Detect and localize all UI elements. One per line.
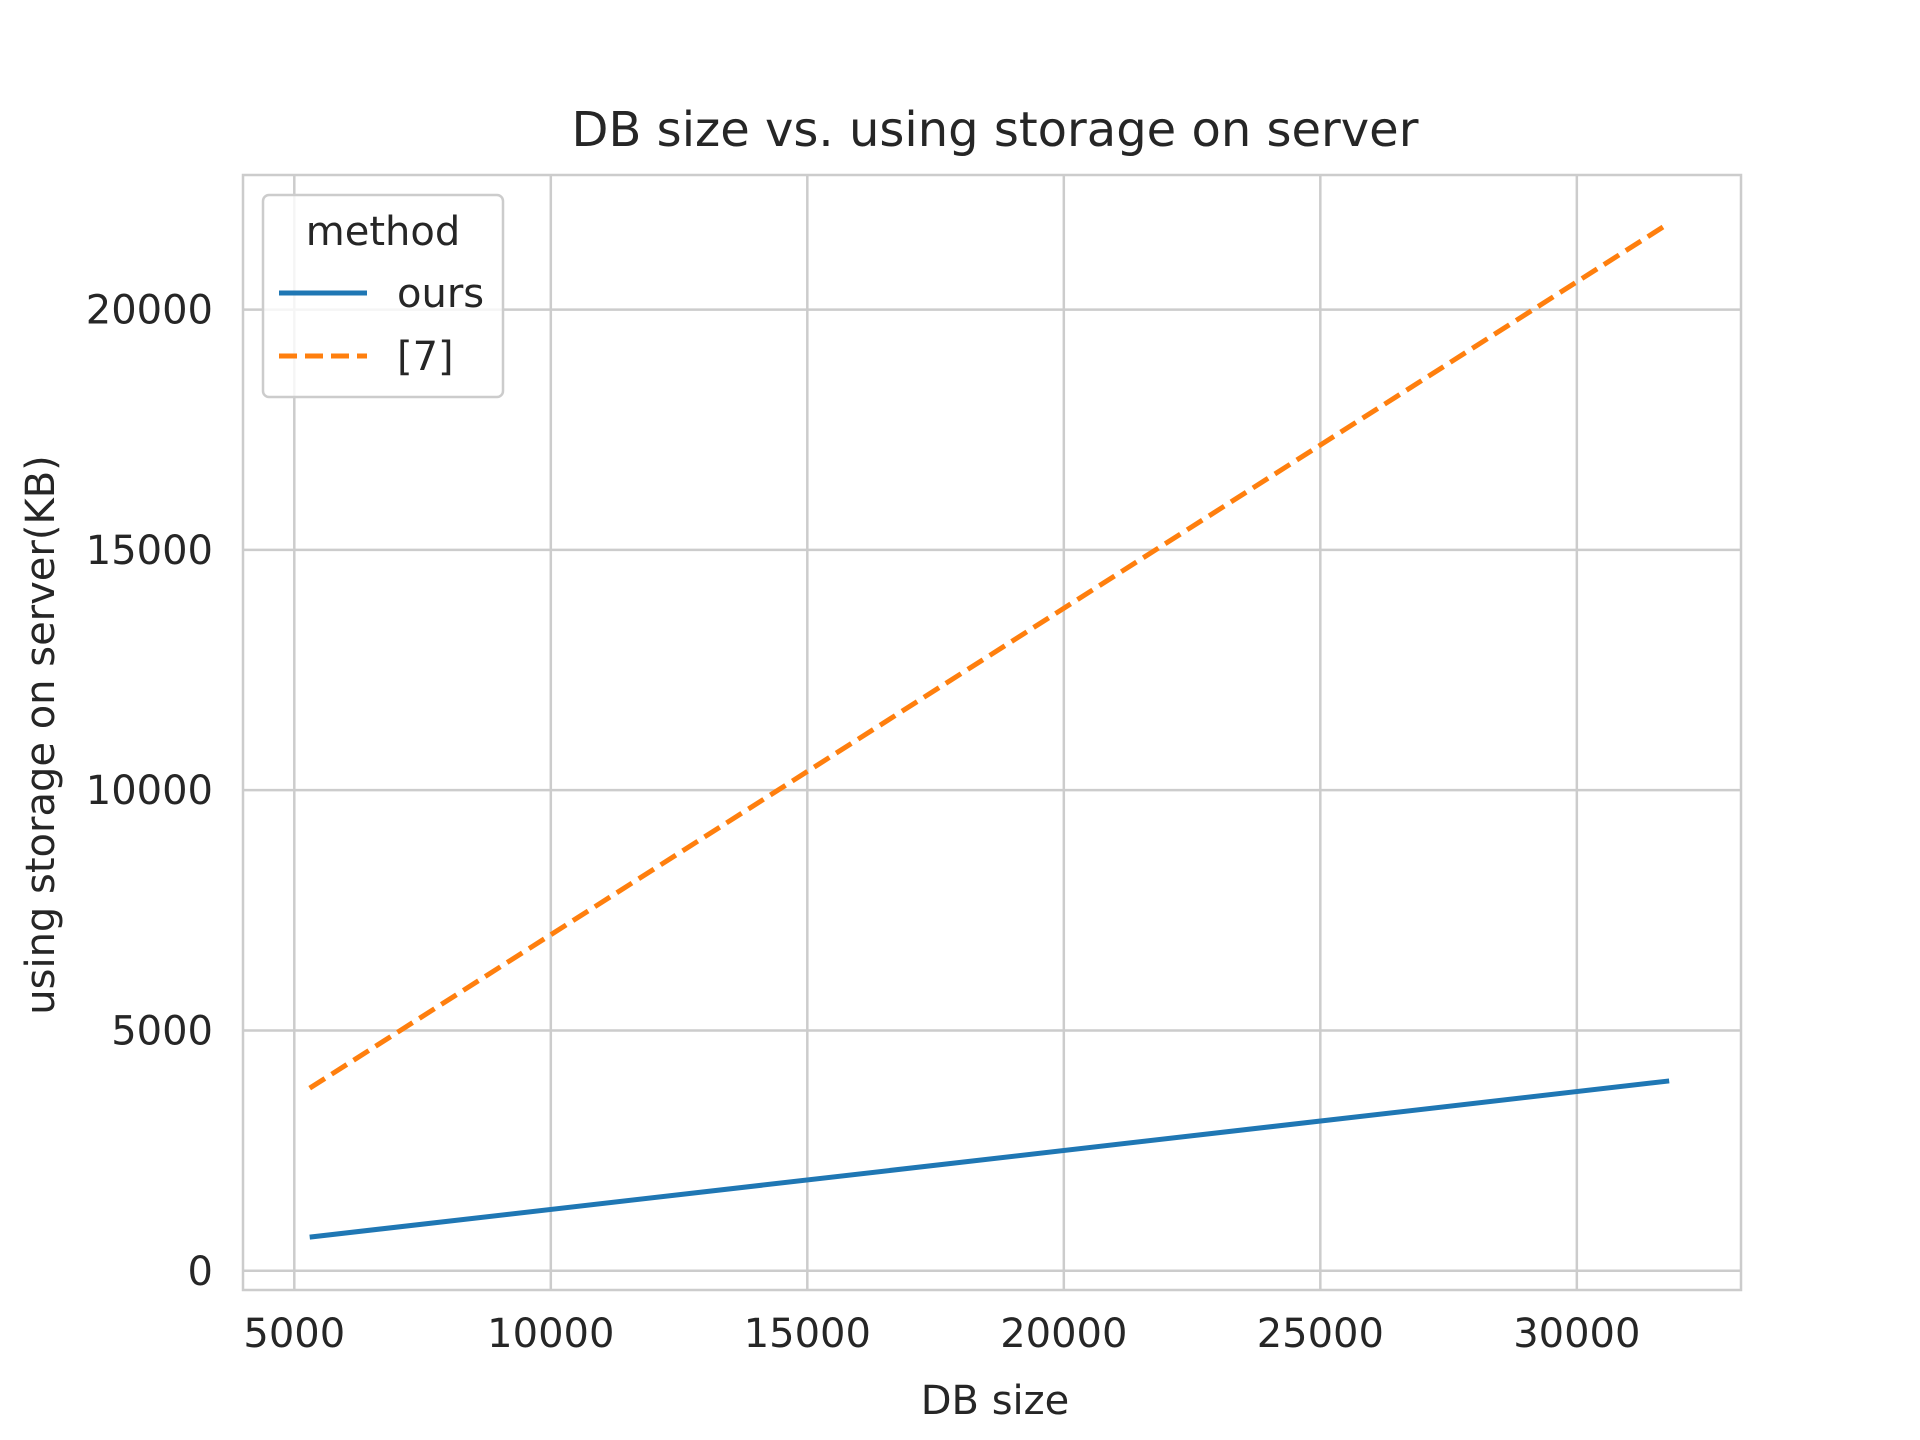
legend-label-ref7: [7] (397, 334, 454, 380)
x-axis-label: DB size (921, 1378, 1070, 1424)
series-line-ours (309, 1078, 1670, 1240)
legend-title: method (306, 209, 460, 255)
plot-frame (241, 173, 1743, 1292)
x-tick-label: 10000 (487, 1311, 614, 1357)
y-tick-label: 15000 (86, 528, 213, 574)
y-tick-label: 0 (188, 1249, 213, 1295)
legend-label-ours: ours (397, 271, 484, 317)
grid-layer (243, 175, 1741, 1290)
x-tick-label: 5000 (243, 1311, 345, 1357)
x-tick-label: 25000 (1257, 1311, 1384, 1357)
tick-labels: 5000 10000 15000 20000 25000 30000 0 5000 10000 1… (86, 288, 1641, 1357)
y-tick-label: 20000 (86, 288, 213, 334)
y-axis-label: using storage on server(KB) (18, 455, 64, 1014)
y-tick-label: 10000 (86, 768, 213, 814)
legend: method ours [7] (261, 193, 505, 399)
y-tick-label: 5000 (111, 1008, 213, 1054)
series-layer (308, 220, 1671, 1240)
series-line-ref7 (308, 220, 1671, 1091)
x-tick-label: 20000 (1000, 1311, 1127, 1357)
legend-box (261, 193, 505, 399)
x-tick-label: 30000 (1513, 1311, 1640, 1357)
chart-title: DB size vs. using storage on server (572, 102, 1419, 158)
x-tick-label: 15000 (744, 1311, 871, 1357)
